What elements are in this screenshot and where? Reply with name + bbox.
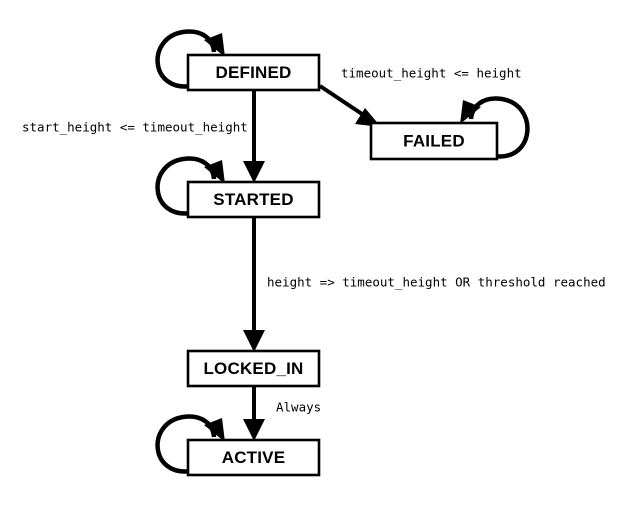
transition-defined-to-started <box>243 90 265 183</box>
state-label-started: STARTED <box>213 190 293 209</box>
state-box-started[interactable] <box>186 180 321 219</box>
edge-label-defined-to-started: start_height <= timeout_height <box>22 120 248 135</box>
started-to-locked-in-arrowhead <box>243 330 265 352</box>
transition-active-self-loop <box>155 414 225 474</box>
state-label-locked-in: LOCKED_IN <box>203 359 303 378</box>
active-self-loop-arrowhead <box>204 418 225 442</box>
edge-label-defined-to-failed: timeout_height <= height <box>341 66 522 81</box>
locked-in-to-active-arrowhead <box>243 419 265 441</box>
edge-label-locked-in-to-active: Always <box>276 400 321 415</box>
state-label-active: ACTIVE <box>222 448 286 467</box>
transition-defined-to-failed <box>318 84 381 127</box>
transition-started-self-loop <box>155 156 225 216</box>
state-node-locked-in[interactable]: LOCKED_IN <box>186 349 321 388</box>
failed-self-loop-arrowhead <box>460 100 481 124</box>
defined-to-failed-line <box>318 84 370 120</box>
state-node-active[interactable]: ACTIVE <box>186 438 321 477</box>
transition-defined-self-loop <box>155 29 225 89</box>
defined-to-started-arrowhead <box>243 161 265 183</box>
state-box-active[interactable] <box>186 438 321 477</box>
started-self-loop-arrowhead <box>204 160 225 184</box>
defined-self-loop-arrowhead <box>204 33 225 57</box>
state-label-defined: DEFINED <box>215 63 291 82</box>
state-box-defined[interactable] <box>186 53 321 92</box>
transition-started-to-locked-in <box>243 216 265 352</box>
state-node-failed[interactable]: FAILED <box>369 121 499 161</box>
state-box-failed[interactable] <box>369 121 499 161</box>
state-node-started[interactable]: STARTED <box>186 180 321 219</box>
transition-locked-in-to-active <box>243 386 265 441</box>
state-label-failed: FAILED <box>403 131 465 150</box>
state-node-defined[interactable]: DEFINED <box>186 53 321 92</box>
transition-failed-self-loop <box>460 96 530 159</box>
state-box-locked-in[interactable] <box>186 349 321 388</box>
edge-label-started-to-locked-in: height => timeout_height OR threshold re… <box>267 275 606 290</box>
